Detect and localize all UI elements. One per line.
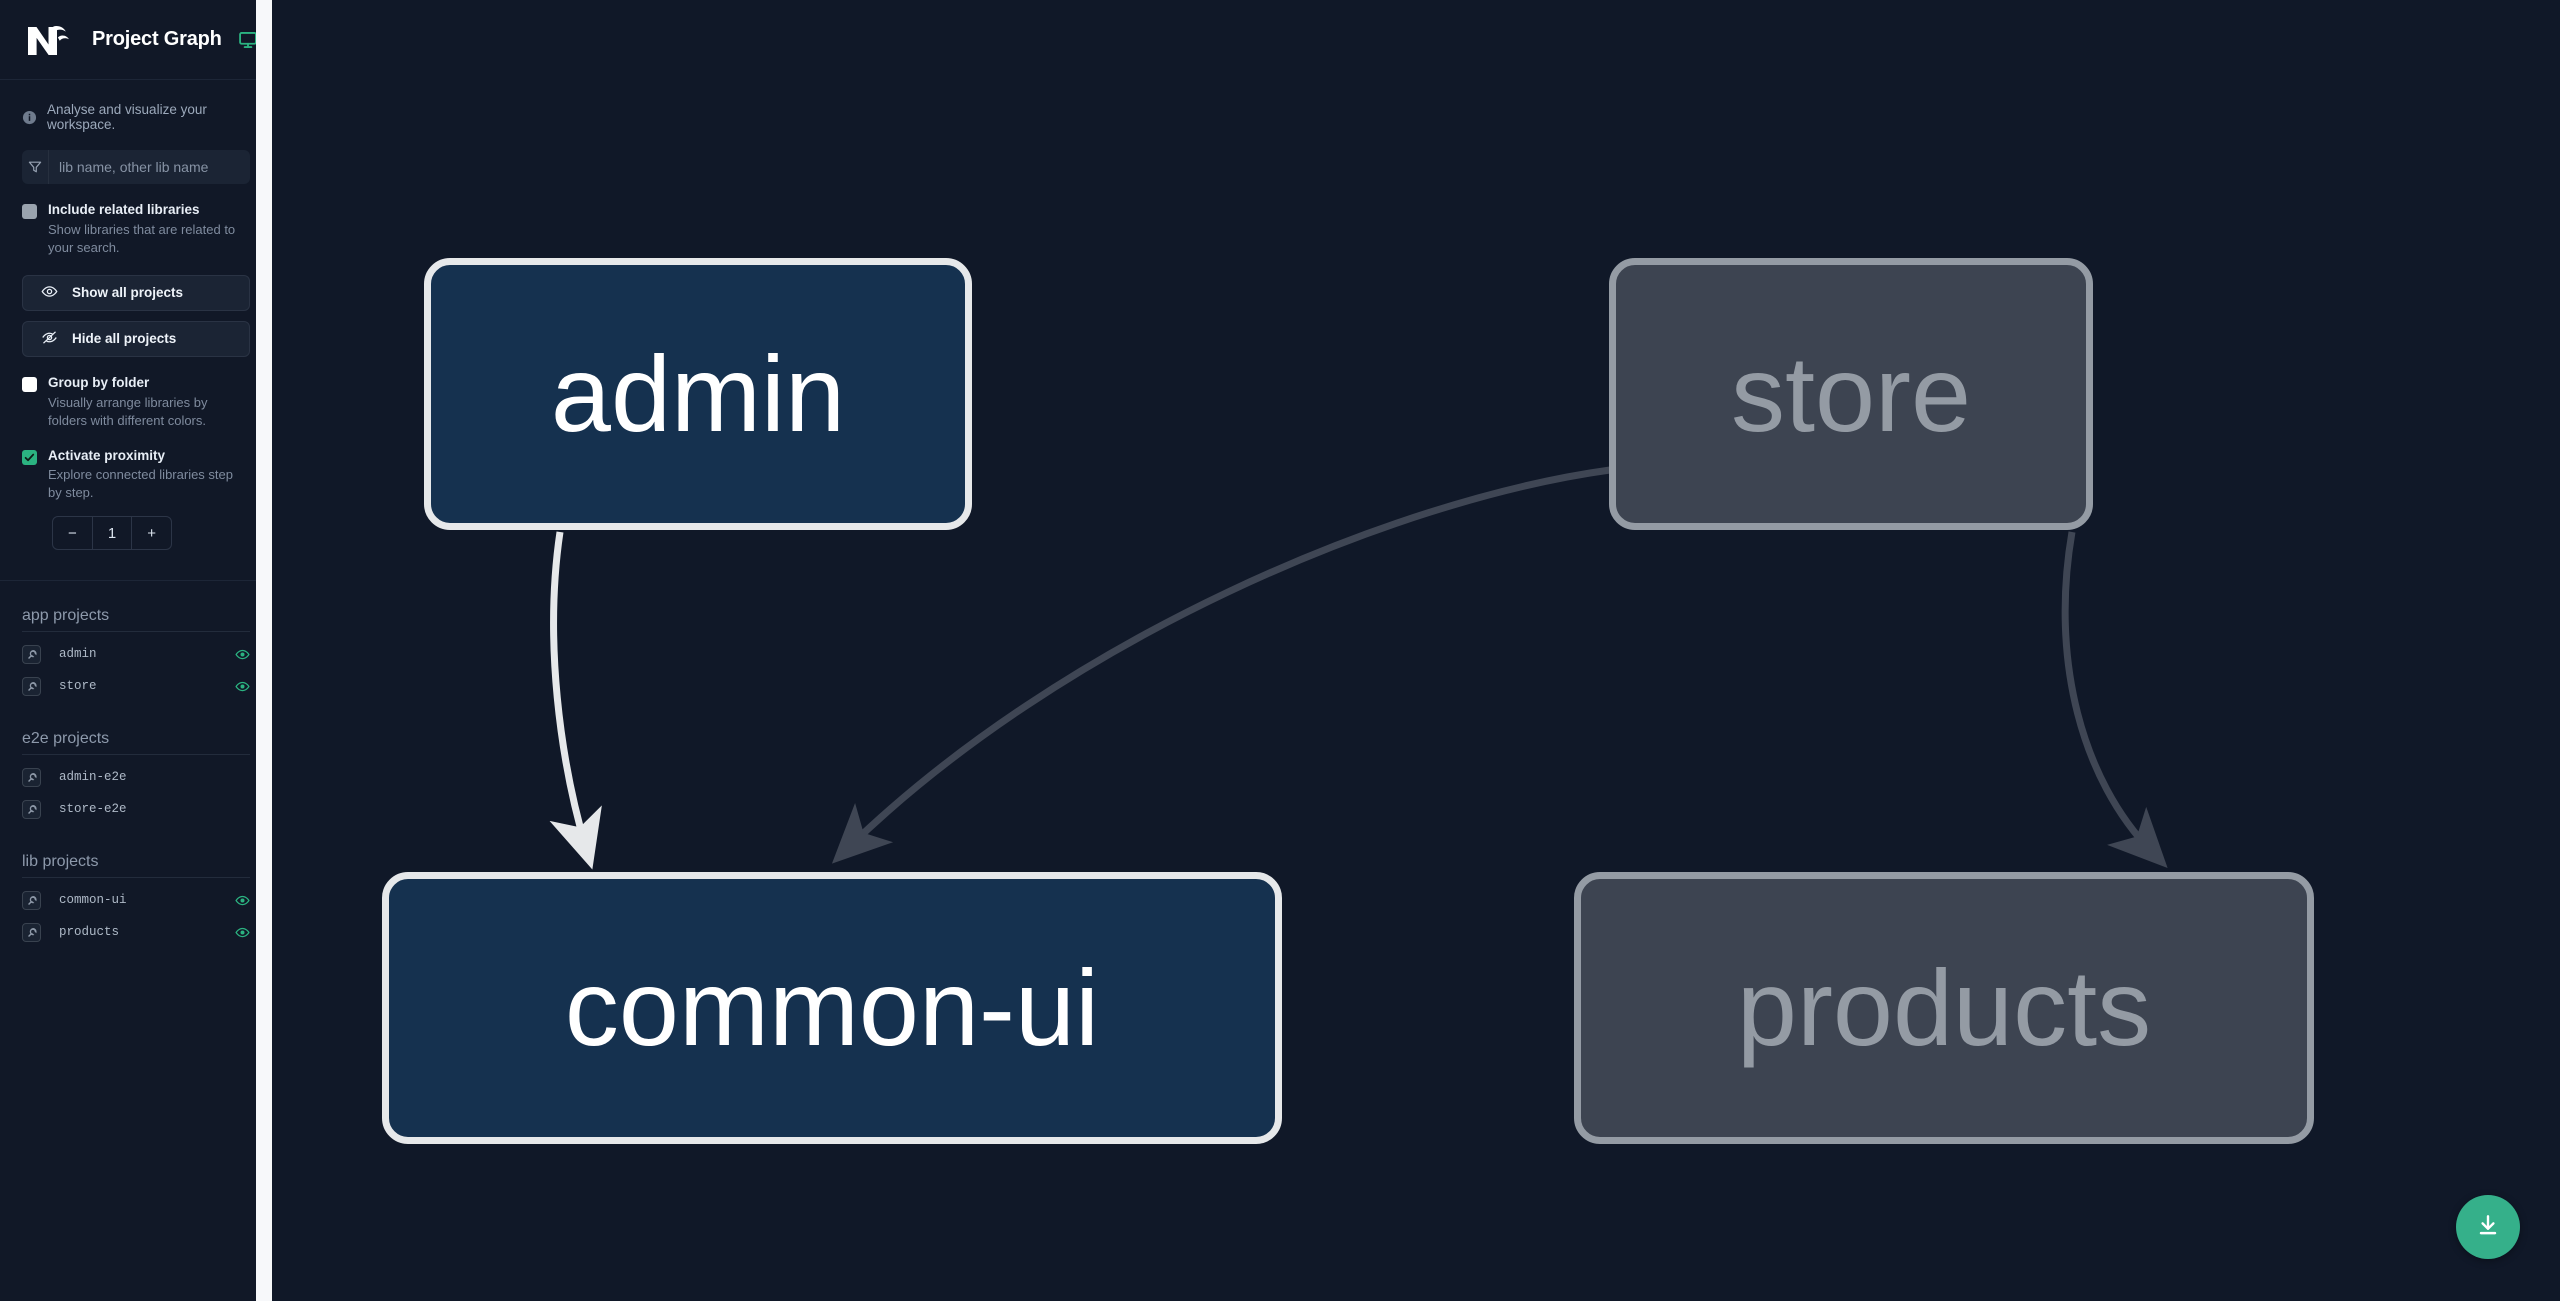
proximity-increment-button[interactable]: +: [147, 524, 157, 542]
project-group-heading: app projects: [22, 607, 250, 633]
project-row-store[interactable]: store: [22, 670, 250, 702]
project-row-admin[interactable]: admin: [22, 638, 250, 670]
info-icon: [22, 110, 37, 125]
hide-all-projects-label: Hide all projects: [72, 331, 177, 347]
sidebar-header: Project Graph: [0, 0, 272, 80]
proximity-decrement-button[interactable]: −: [67, 524, 77, 542]
graph-node-label: admin: [550, 333, 846, 454]
sidebar-tagline: Analyse and visualize your workspace.: [0, 80, 272, 132]
eye-off-icon: [41, 329, 58, 349]
option-title: Activate proximity: [48, 447, 166, 463]
checkbox-activate-proximity[interactable]: [22, 449, 37, 465]
option-include-related-libraries[interactable]: Include related libraries Show libraries…: [0, 184, 272, 257]
sidebar-divider: [0, 580, 272, 582]
option-description: Explore connected libraries step by step…: [48, 467, 233, 501]
project-icon: [22, 767, 41, 787]
project-visibility-toggle[interactable]: [232, 647, 250, 662]
project-icon: [22, 922, 41, 942]
graph-edges: [549, 466, 2168, 870]
page-title: Project Graph: [92, 28, 222, 50]
project-row-store-e2e[interactable]: store-e2e: [22, 793, 250, 825]
sidebar-scrollbar[interactable]: [256, 0, 272, 1301]
edge-store-to-common-ui: [831, 466, 1611, 864]
proximity-value: 1: [91, 517, 133, 550]
search-box[interactable]: [22, 150, 250, 184]
eye-icon: [41, 283, 58, 303]
project-name: admin-e2e: [59, 770, 127, 785]
edge-store-to-products: [2061, 531, 2168, 869]
checkbox-include-related-libraries[interactable]: [22, 204, 37, 219]
funnel-icon: [22, 150, 49, 184]
option-activate-proximity[interactable]: Activate proximity Explore connected lib…: [0, 430, 272, 503]
hide-all-projects-button[interactable]: Hide all projects: [22, 320, 250, 357]
project-group-e2e: e2e projects admin-e2e store-e2e: [22, 730, 250, 825]
project-visibility-toggle[interactable]: [232, 925, 250, 940]
project-group-lib: lib projects common-ui: [22, 853, 250, 948]
project-row-admin-e2e[interactable]: admin-e2e: [22, 761, 250, 793]
project-name: products: [59, 925, 120, 940]
graph-node-common-ui[interactable]: common-ui: [382, 872, 1282, 1144]
monitor-icon[interactable]: [238, 30, 258, 50]
option-title: Group by folder: [48, 374, 150, 390]
graph-node-products[interactable]: products: [1574, 872, 2314, 1144]
graph-node-store[interactable]: store: [1609, 258, 2093, 530]
project-group-heading: e2e projects: [22, 730, 250, 756]
project-group-heading: lib projects: [22, 853, 250, 879]
search-row: [0, 132, 272, 184]
project-name: store: [59, 679, 97, 694]
checkbox-group-by-folder[interactable]: [22, 376, 37, 392]
tagline-text: Analyse and visualize your workspace.: [47, 102, 207, 132]
search-input[interactable]: [49, 150, 250, 184]
project-visibility-toggle[interactable]: [232, 893, 250, 908]
sidebar: Project Graph Analyse and visualize your…: [0, 0, 272, 1301]
project-name: store-e2e: [59, 802, 127, 817]
graph-node-admin[interactable]: admin: [424, 258, 972, 530]
project-visibility-toggle[interactable]: [232, 679, 250, 694]
project-row-common-ui[interactable]: common-ui: [22, 884, 250, 916]
project-row-products[interactable]: products: [22, 916, 250, 948]
graph-canvas[interactable]: admin store common-ui products: [272, 0, 2560, 1301]
project-icon: [22, 799, 41, 819]
option-description: Visually arrange libraries by folders wi…: [48, 394, 208, 428]
graph-node-label: store: [1730, 333, 1972, 454]
download-icon: [2475, 1212, 2501, 1243]
show-all-projects-button[interactable]: Show all projects: [22, 274, 250, 311]
option-group-by-folder[interactable]: Group by folder Visually arrange librari…: [0, 357, 272, 430]
option-description: Show libraries that are related to your …: [48, 221, 236, 255]
project-icon: [22, 644, 41, 664]
proximity-stepper: − 1 +: [52, 516, 172, 551]
download-graph-button[interactable]: [2456, 1195, 2520, 1259]
project-name: admin: [59, 647, 97, 662]
project-icon: [22, 676, 41, 696]
edge-admin-to-common-ui: [549, 531, 602, 870]
option-title: Include related libraries: [48, 202, 200, 217]
project-list: app projects admin: [0, 581, 272, 948]
show-all-projects-label: Show all projects: [72, 285, 184, 301]
graph-node-label: common-ui: [564, 947, 1100, 1068]
graph-node-label: products: [1736, 947, 2152, 1068]
project-group-app: app projects admin: [22, 607, 250, 702]
proximity-stepper-wrap: − 1 +: [0, 502, 272, 551]
nx-logo-icon: [26, 23, 72, 57]
visibility-buttons: Show all projects Hide all projects: [0, 257, 272, 357]
project-icon: [22, 890, 41, 910]
project-name: common-ui: [59, 893, 127, 908]
